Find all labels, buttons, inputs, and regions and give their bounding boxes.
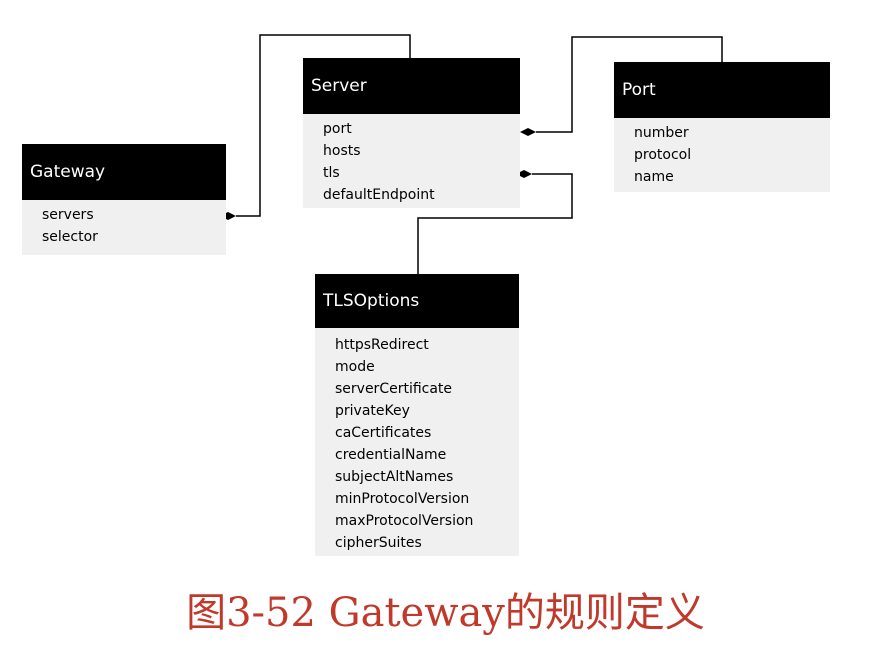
server-field: tls <box>323 165 340 181</box>
port-class-title: Port <box>622 80 656 100</box>
composition-diamond-tls <box>516 170 532 178</box>
gateway-class-fields: servers selector <box>22 200 226 255</box>
gateway-field: selector <box>42 229 98 245</box>
tlsoptions-field: mode <box>335 359 375 375</box>
tlsoptions-field: caCertificates <box>335 425 432 441</box>
tlsoptions-class-header: TLSOptions <box>315 274 519 328</box>
port-field: number <box>634 125 689 141</box>
server-class-fields: port hosts tls defaultEndpoint <box>303 114 520 208</box>
server-field: port <box>323 121 352 137</box>
tlsoptions-field: minProtocolVersion <box>335 491 470 507</box>
server-field: hosts <box>323 143 361 159</box>
server-field: defaultEndpoint <box>323 187 435 203</box>
connector-gateway-server <box>236 34 411 217</box>
port-field: protocol <box>634 147 692 163</box>
server-class-title: Server <box>311 76 367 96</box>
tlsoptions-field: privateKey <box>335 403 410 419</box>
tlsoptions-class-fields: httpsRedirect mode serverCertificate pri… <box>315 328 519 556</box>
tlsoptions-field: credentialName <box>335 447 447 463</box>
tlsoptions-field: maxProtocolVersion <box>335 513 474 529</box>
server-class-header: Server <box>303 58 520 114</box>
composition-diamond-port <box>520 128 536 136</box>
port-field: name <box>634 169 674 185</box>
gateway-class-header: Gateway <box>22 144 226 200</box>
gateway-class-title: Gateway <box>30 162 106 182</box>
connector-server-port <box>536 36 723 133</box>
tlsoptions-class-box: TLSOptions httpsRedirect mode serverCert… <box>315 274 519 556</box>
gateway-class-box: Gateway servers selector <box>22 144 226 255</box>
tlsoptions-field: httpsRedirect <box>335 337 429 353</box>
figure-caption: 图3-52 Gateway的规则定义 <box>186 590 705 636</box>
tlsoptions-class-title: TLSOptions <box>323 291 420 311</box>
server-class-box: Server port hosts tls defaultEndpoint <box>303 58 520 208</box>
tlsoptions-field: serverCertificate <box>335 381 453 397</box>
port-class-fields: number protocol name <box>614 118 830 192</box>
tlsoptions-field: subjectAltNames <box>335 469 454 485</box>
port-class-header: Port <box>614 62 830 118</box>
port-class-box: Port number protocol name <box>614 62 830 192</box>
connector-server-tls <box>417 173 573 274</box>
gateway-field: servers <box>42 207 94 223</box>
tlsoptions-field: cipherSuites <box>335 535 422 551</box>
